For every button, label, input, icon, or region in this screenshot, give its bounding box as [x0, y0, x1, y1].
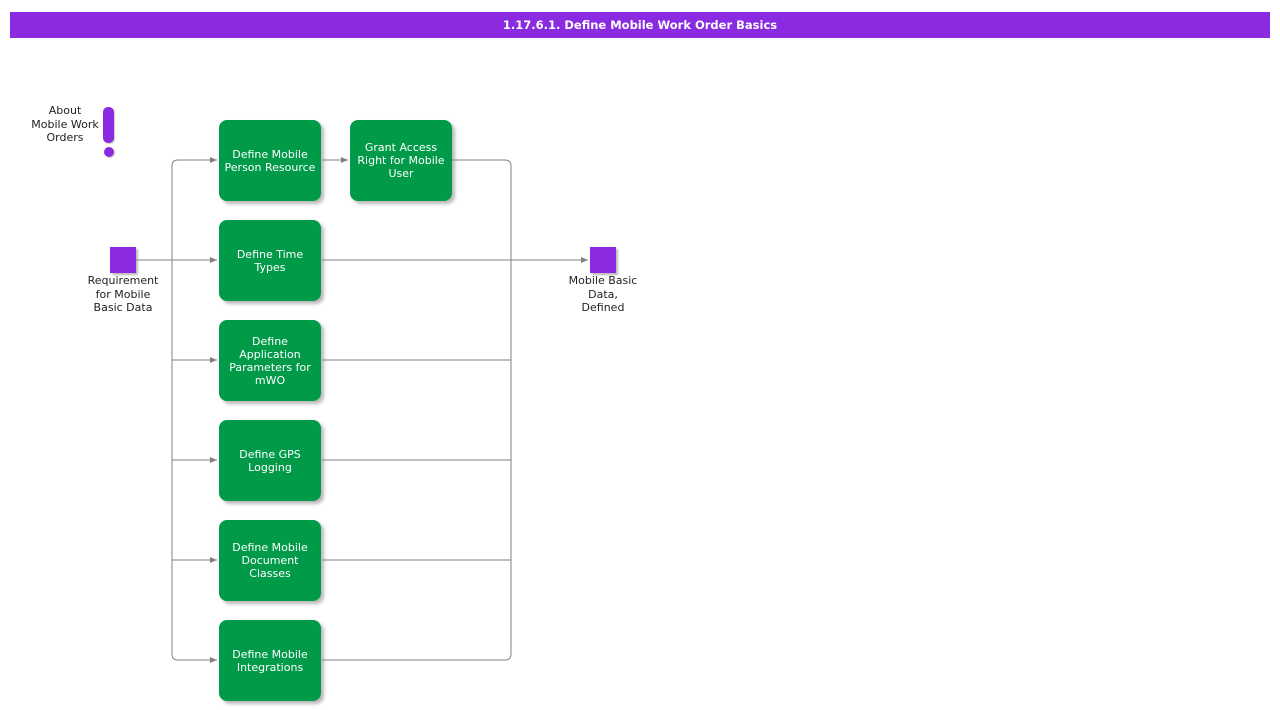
end-event-label: Mobile Basic Data, Defined [568, 274, 638, 314]
start-event-label: Requirement for Mobile Basic Data [87, 274, 159, 314]
task-define-time-types[interactable]: Define Time Types [219, 220, 321, 301]
end-event-mobile-basic-data-defined[interactable] [590, 247, 616, 273]
task-define-application-parameters-for-mwo[interactable]: Define Application Parameters for mWO [219, 320, 321, 401]
task-define-mobile-person-resource[interactable]: Define Mobile Person Resource [219, 120, 321, 201]
task-define-gps-logging[interactable]: Define GPS Logging [219, 420, 321, 501]
task-define-mobile-integrations[interactable]: Define Mobile Integrations [219, 620, 321, 701]
diagram-title-bar: 1.17.6.1. Define Mobile Work Order Basic… [10, 12, 1270, 38]
exclamation-icon-dot [104, 147, 114, 157]
about-node-label: About Mobile Work Orders [31, 104, 99, 144]
about-mobile-work-orders-node[interactable] [45, 50, 114, 157]
exclamation-icon [103, 107, 114, 143]
start-event-requirement-for-mobile-basic-data[interactable] [110, 247, 136, 273]
task-grant-access-right-for-mobile-user[interactable]: Grant Access Right for Mobile User [350, 120, 452, 201]
task-define-mobile-document-classes[interactable]: Define Mobile Document Classes [219, 520, 321, 601]
